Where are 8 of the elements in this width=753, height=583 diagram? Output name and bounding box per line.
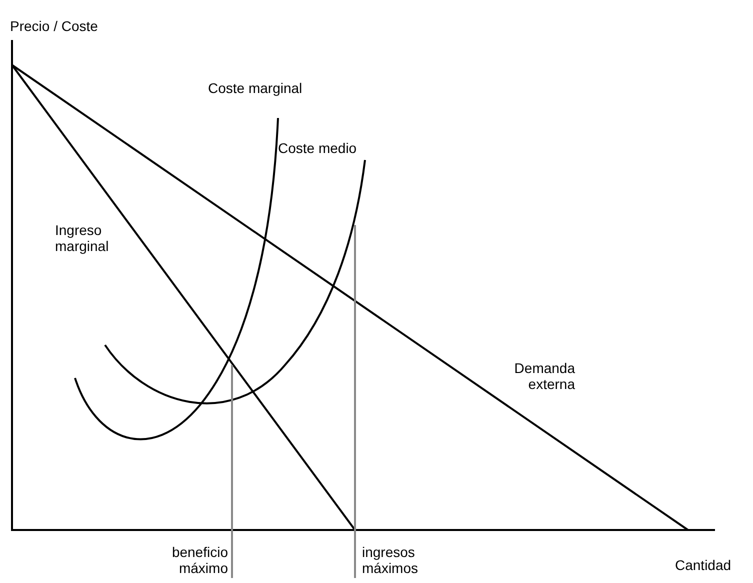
curve-label: Coste medio xyxy=(278,140,358,156)
curve-label: beneficio máximo xyxy=(170,544,228,576)
curve-label: Coste marginal xyxy=(208,80,304,96)
curve-label: Ingreso marginal xyxy=(55,222,110,254)
curve-label: Demanda externa xyxy=(513,360,575,392)
axis-label: Cantidad xyxy=(675,557,732,573)
axis-label: Precio / Coste xyxy=(10,18,99,34)
curve-label: ingresos máximos xyxy=(362,544,420,576)
